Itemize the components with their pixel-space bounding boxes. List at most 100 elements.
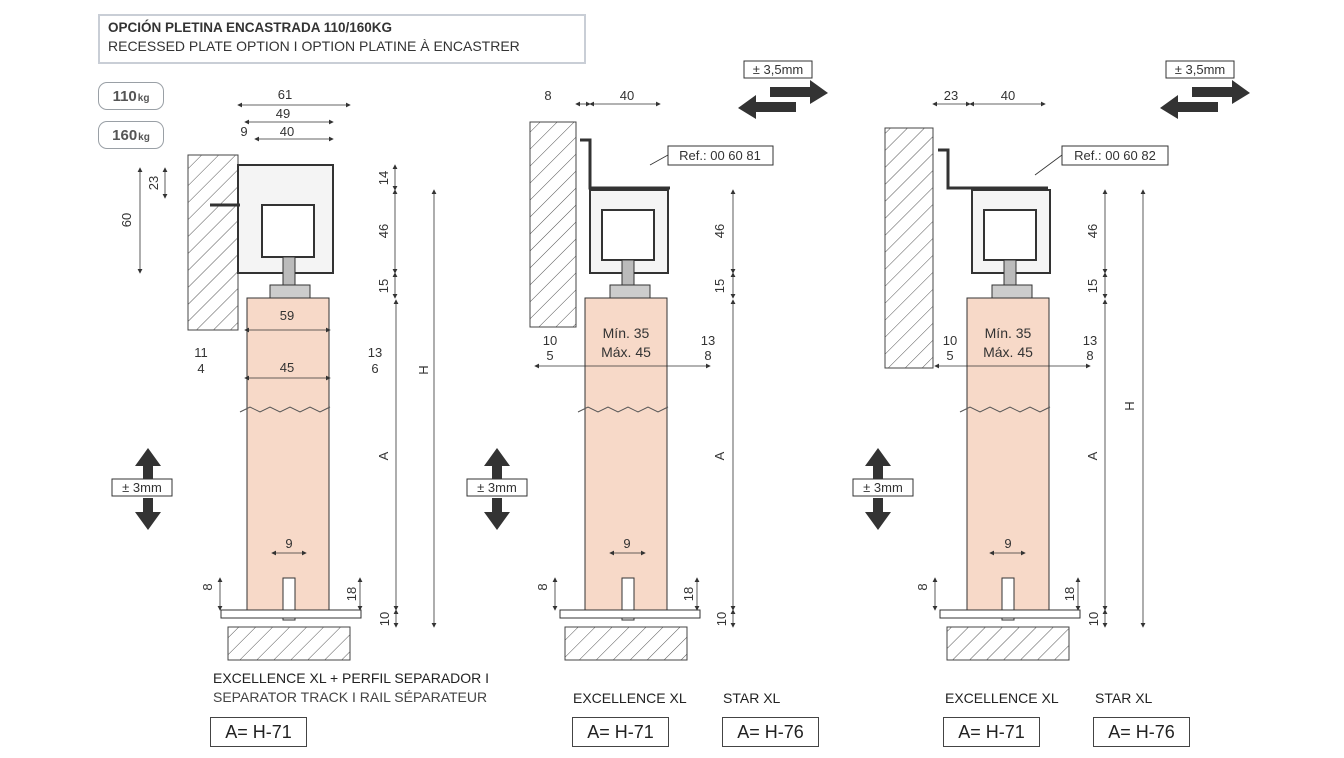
caption-4: EXCELLENCE XL xyxy=(945,690,1059,706)
dim-18: 18 xyxy=(681,587,696,601)
dim-8: 8 xyxy=(535,583,550,590)
bracket xyxy=(938,148,1048,190)
caption-1a: EXCELLENCE XL + PERFIL SEPARADOR I xyxy=(213,670,490,686)
dim-a: A xyxy=(376,451,391,460)
dim-gap-9: 9 xyxy=(623,536,630,551)
dim-23: 23 xyxy=(944,88,958,103)
dim-8: 8 xyxy=(704,348,711,363)
diagram-3: 23 40 Ref.: 00 60 82 46 15 A H Mín. 35 M… xyxy=(884,88,1169,661)
floor-plate xyxy=(559,609,701,619)
dim-40: 40 xyxy=(280,124,294,139)
door-panel xyxy=(246,297,330,611)
break-line xyxy=(239,406,331,413)
floor-plate xyxy=(220,609,362,619)
dim-gap-9: 9 xyxy=(1004,536,1011,551)
mounting-plate xyxy=(609,284,651,299)
vertical-adjust-label: ± 3mm xyxy=(122,480,162,495)
ref-box xyxy=(1061,145,1169,166)
adjust-bolt xyxy=(1003,259,1017,286)
dim-gap-9: 9 xyxy=(285,536,292,551)
door-panel xyxy=(584,297,668,611)
formula-box-5: A= H-76 xyxy=(1093,717,1190,747)
mounting-plate xyxy=(269,284,311,299)
vertical-adjust-icon: ± 3mm xyxy=(111,448,173,530)
dim-46: 46 xyxy=(1085,224,1100,238)
dim-10: 10 xyxy=(943,333,957,348)
dim-h: H xyxy=(1122,401,1137,410)
dim-45: 45 xyxy=(280,360,294,375)
dim-a: A xyxy=(1085,451,1100,460)
ref-label: Ref.: 00 60 81 xyxy=(679,148,761,163)
weight-unit: kg xyxy=(138,131,150,143)
weight-160: 160 xyxy=(112,126,138,144)
floor-block xyxy=(564,626,688,661)
dim-18: 18 xyxy=(344,587,359,601)
dim-6: 6 xyxy=(371,361,378,376)
caption-3: STAR XL xyxy=(723,690,781,706)
dim-40: 40 xyxy=(620,88,634,103)
horizontal-adjust-icon: ± 3,5mm xyxy=(1160,60,1250,119)
dim-10: 10 xyxy=(543,333,557,348)
dim-9: 9 xyxy=(240,124,247,139)
vertical-adjust-label: ± 3mm xyxy=(863,480,903,495)
dim-15: 15 xyxy=(712,279,727,293)
caption-5: STAR XL xyxy=(1095,690,1153,706)
dim-15: 15 xyxy=(376,279,391,293)
floor-plate xyxy=(939,609,1081,619)
floor-block xyxy=(227,626,351,661)
break-line xyxy=(959,406,1051,413)
dim-14: 14 xyxy=(376,171,391,185)
formula-box-2: A= H-71 xyxy=(572,717,669,747)
dim-46: 46 xyxy=(712,224,727,238)
dim-5: 5 xyxy=(546,348,553,363)
dim-10: 10 xyxy=(714,612,729,626)
dim-10: 10 xyxy=(1086,612,1101,626)
wall xyxy=(187,154,239,331)
horizontal-adjust-label: ± 3,5mm xyxy=(1175,62,1225,77)
title: OPCIÓN PLETINA ENCASTRADA 110/160KG xyxy=(108,20,393,35)
dim-59: 59 xyxy=(280,308,294,323)
dim-23: 23 xyxy=(146,176,161,190)
dim-46: 46 xyxy=(376,224,391,238)
formula-box-3: A= H-76 xyxy=(722,717,819,747)
adjust-bolt xyxy=(621,259,635,286)
roller-carriage xyxy=(601,209,655,261)
caption-2: EXCELLENCE XL xyxy=(573,690,687,706)
subtitle: RECESSED PLATE OPTION I OPTION PLATINE À… xyxy=(108,38,520,54)
dim-15: 15 xyxy=(1085,279,1100,293)
door-panel xyxy=(966,297,1050,611)
caption-1b: SEPARATOR TRACK I RAIL SÉPARATEUR xyxy=(213,689,488,705)
max-label: Máx. 45 xyxy=(601,344,651,360)
floor-block xyxy=(946,626,1070,661)
dim-61: 61 xyxy=(278,87,292,102)
adjust-bolt xyxy=(282,256,296,286)
formula-box-4: A= H-71 xyxy=(943,717,1040,747)
max-label: Máx. 45 xyxy=(983,344,1033,360)
wall xyxy=(884,127,934,369)
horizontal-adjust-label: ± 3,5mm xyxy=(753,62,803,77)
ref-label: Ref.: 00 60 82 xyxy=(1074,148,1156,163)
bracket xyxy=(580,138,670,190)
diagram-1: 61 49 9 40 23 60 14 46 15 H A 59 45 11 4… xyxy=(119,87,437,661)
dim-13: 13 xyxy=(701,333,715,348)
horizontal-adjust-icon: ± 3,5mm xyxy=(738,60,828,119)
ref-box xyxy=(667,145,774,166)
min-label: Mín. 35 xyxy=(985,325,1032,341)
vertical-adjust-icon: ± 3mm xyxy=(852,448,914,530)
dim-8: 8 xyxy=(544,88,551,103)
dim-10: 10 xyxy=(377,612,392,626)
break-line xyxy=(577,406,669,413)
title-box: OPCIÓN PLETINA ENCASTRADA 110/160KG RECE… xyxy=(98,14,586,64)
diagram-2: 8 40 Ref.: 00 60 81 46 15 A Mín. 35 Máx.… xyxy=(529,88,774,661)
dim-a: A xyxy=(712,451,727,460)
dim-h: H xyxy=(416,365,431,374)
weight-110: 110 xyxy=(112,87,137,105)
dim-60: 60 xyxy=(119,213,134,227)
dim-8: 8 xyxy=(915,583,930,590)
wall xyxy=(529,121,577,328)
dim-11: 11 xyxy=(194,345,208,360)
dim-18: 18 xyxy=(1062,587,1077,601)
